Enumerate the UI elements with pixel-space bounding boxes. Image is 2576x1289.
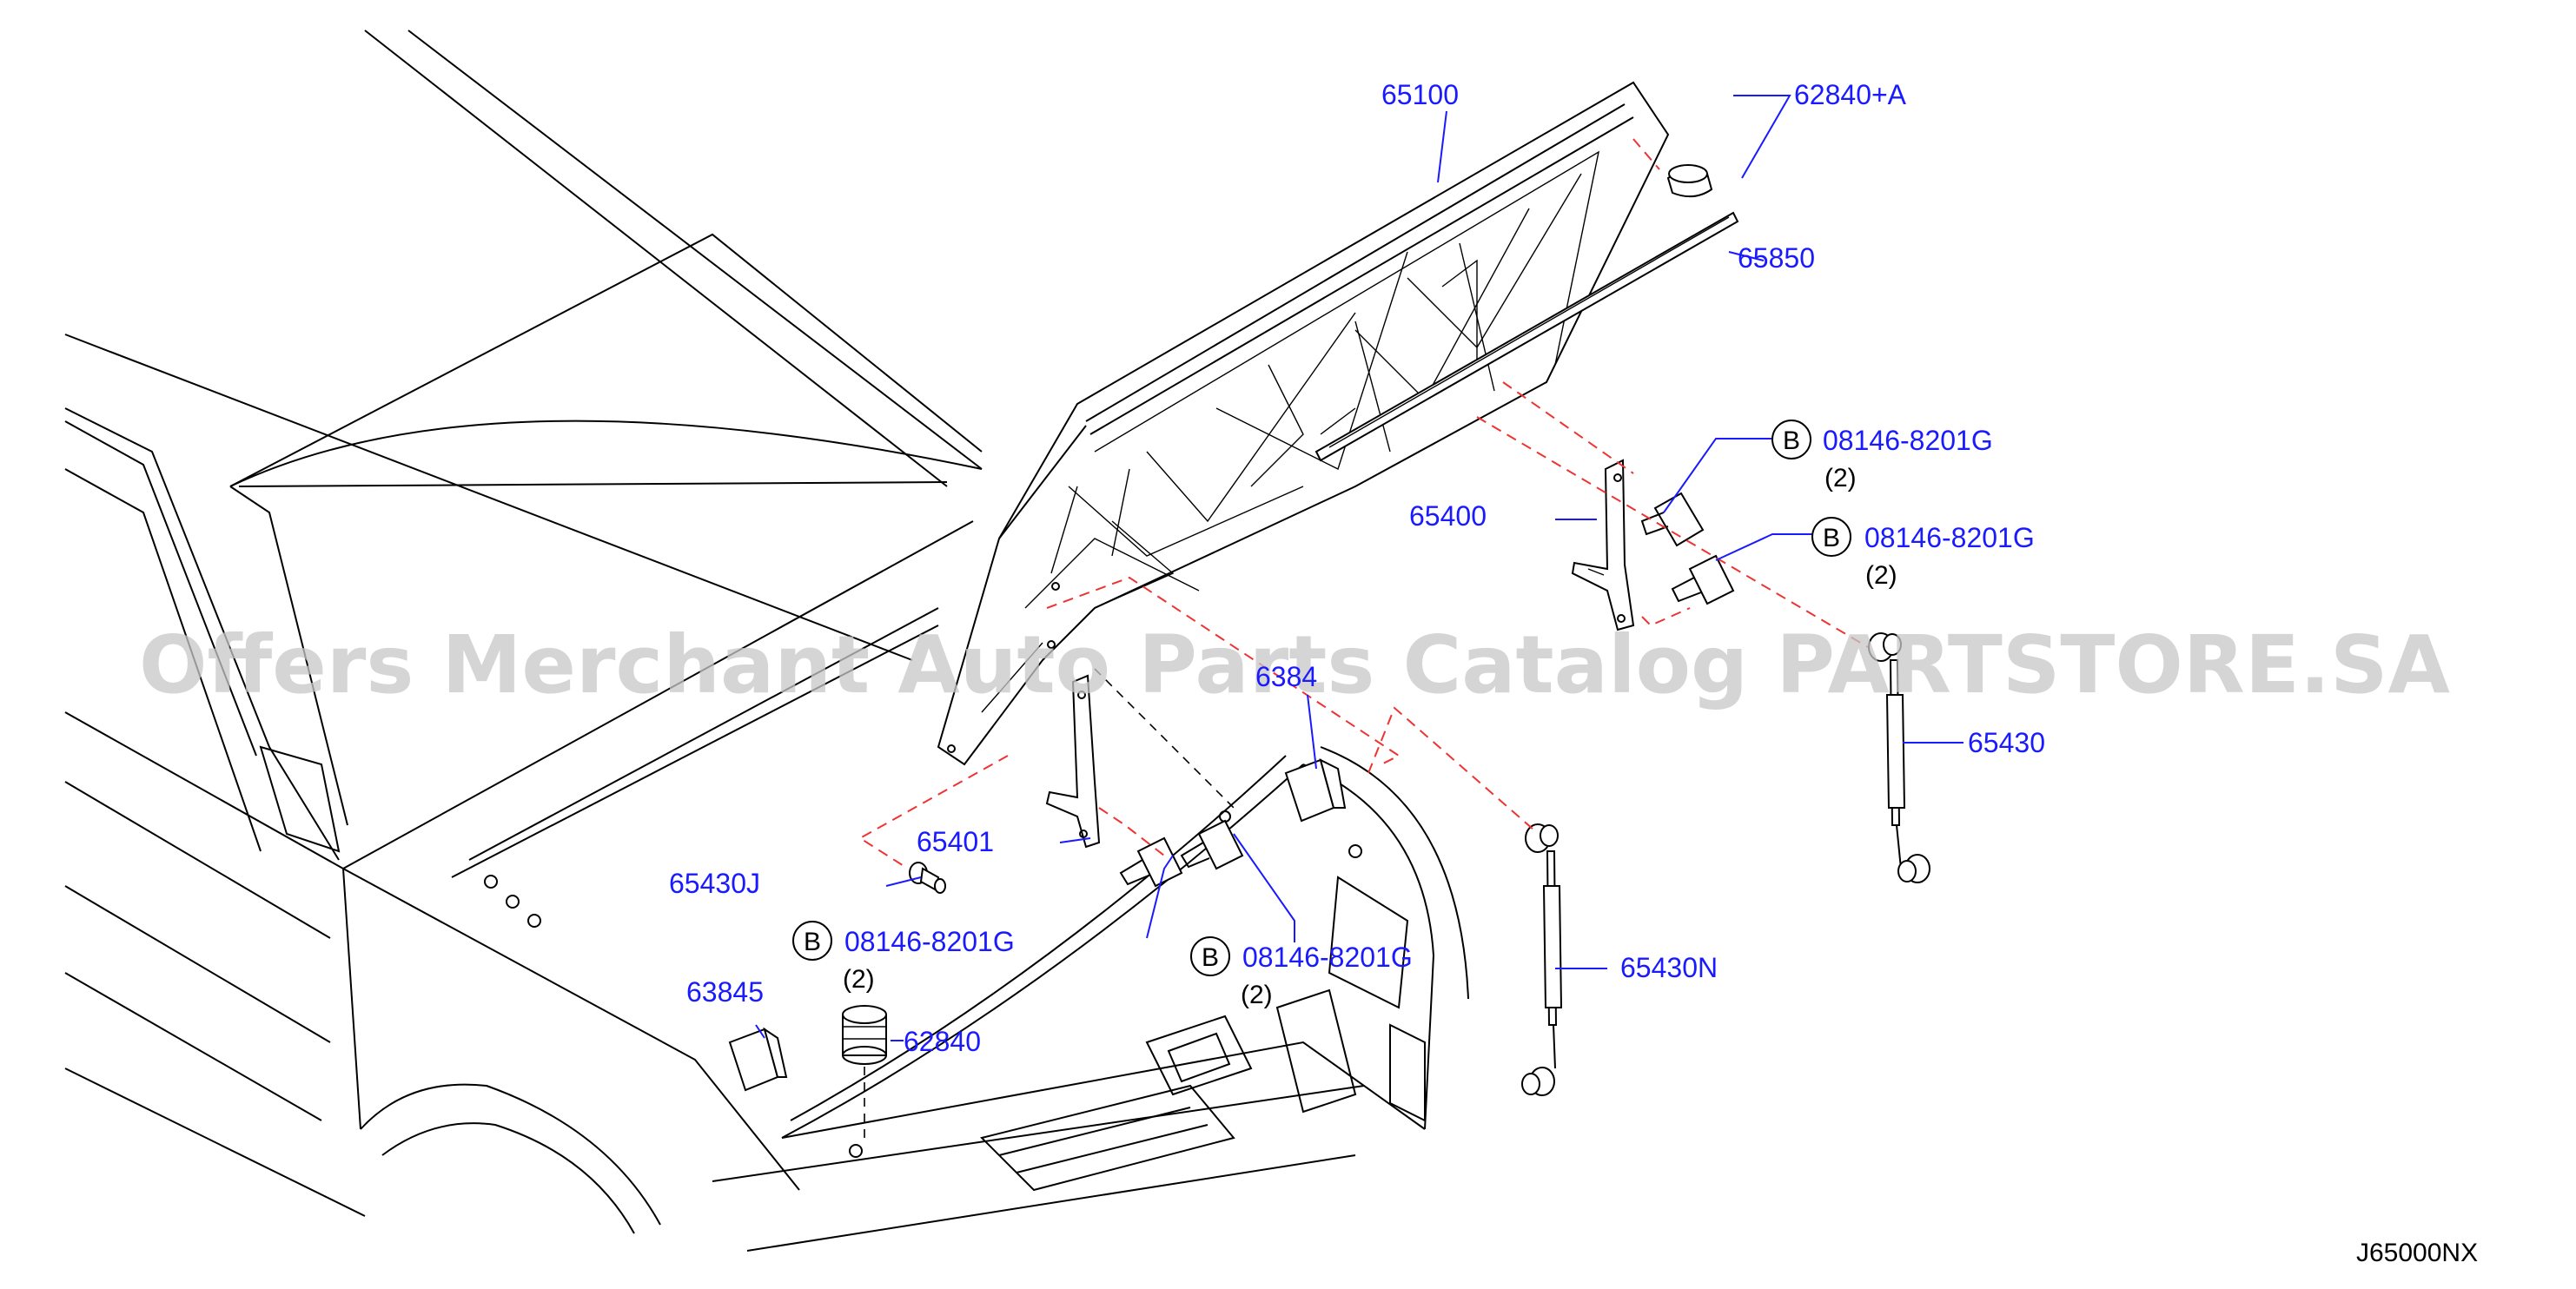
vehicle-body-drawing	[64, 30, 1469, 1252]
bolt-part-3[interactable]: 08146-8201G	[844, 926, 1015, 957]
bolt-mark-2: B	[1823, 524, 1840, 552]
diagram-code: J65000NX	[2356, 1239, 2478, 1267]
label-63845[interactable]: 63845	[686, 976, 764, 1008]
hood-panel-drawing	[937, 81, 1670, 766]
hood-seal-strip-drawing	[1314, 211, 1739, 462]
bolt-mark-1: B	[1783, 426, 1800, 455]
hood-bumper-top-drawing	[1666, 164, 1713, 198]
retainer-lower-drawing	[728, 1027, 788, 1092]
label-65430j[interactable]: 65430J	[669, 868, 760, 899]
bolt-mark-4: B	[1202, 943, 1219, 972]
hood-hinge-right-drawing	[1571, 459, 1635, 631]
label-65400[interactable]: 65400	[1409, 500, 1487, 532]
bolt-part-4[interactable]: 08146-8201G	[1242, 942, 1413, 973]
label-62840a[interactable]: 62840+A	[1794, 79, 1907, 110]
stay-clip-drawing	[909, 862, 946, 894]
bolt-mark-3: B	[804, 928, 821, 956]
label-63845-top[interactable]: 6384	[1255, 661, 1317, 692]
bolt-qty-1: (2)	[1824, 464, 1857, 492]
bolt-qty-4: (2)	[1241, 981, 1273, 1009]
retainer-upper-drawing	[1284, 758, 1347, 823]
bolt-callout-2[interactable]: B 08146-8201G (2)	[1811, 517, 2035, 590]
leader-lines	[755, 95, 1963, 1041]
bolt-callout-3[interactable]: B 08146-8201G (2)	[792, 921, 1015, 994]
bolt-callout-1[interactable]: B 08146-8201G (2)	[1771, 420, 1993, 492]
bolt-callout-4[interactable]: B 08146-8201G (2)	[1190, 936, 1413, 1009]
hood-bumper-drawing	[842, 1005, 887, 1065]
bolt-part-1[interactable]: 08146-8201G	[1823, 425, 1993, 456]
label-65430n[interactable]: 65430N	[1620, 952, 1718, 983]
label-62840[interactable]: 62840	[904, 1026, 981, 1057]
label-65850[interactable]: 65850	[1738, 242, 1815, 274]
label-65401[interactable]: 65401	[917, 826, 994, 857]
watermark-text: Offers Merchant Auto Parts Catalog PARTS…	[139, 618, 2450, 711]
hood-gas-stay-center-drawing	[1521, 823, 1563, 1096]
assembly-guide-lines	[858, 138, 1869, 1142]
bolt-qty-3: (2)	[843, 965, 875, 994]
label-65100[interactable]: 65100	[1381, 79, 1459, 110]
hood-hinge-left-drawing	[1045, 674, 1101, 849]
bolt-qty-2: (2)	[1865, 561, 1897, 590]
label-65430[interactable]: 65430	[1968, 727, 2045, 758]
hood-gas-stay-right-drawing	[1868, 632, 1930, 883]
bolt-part-2[interactable]: 08146-8201G	[1864, 522, 2035, 553]
